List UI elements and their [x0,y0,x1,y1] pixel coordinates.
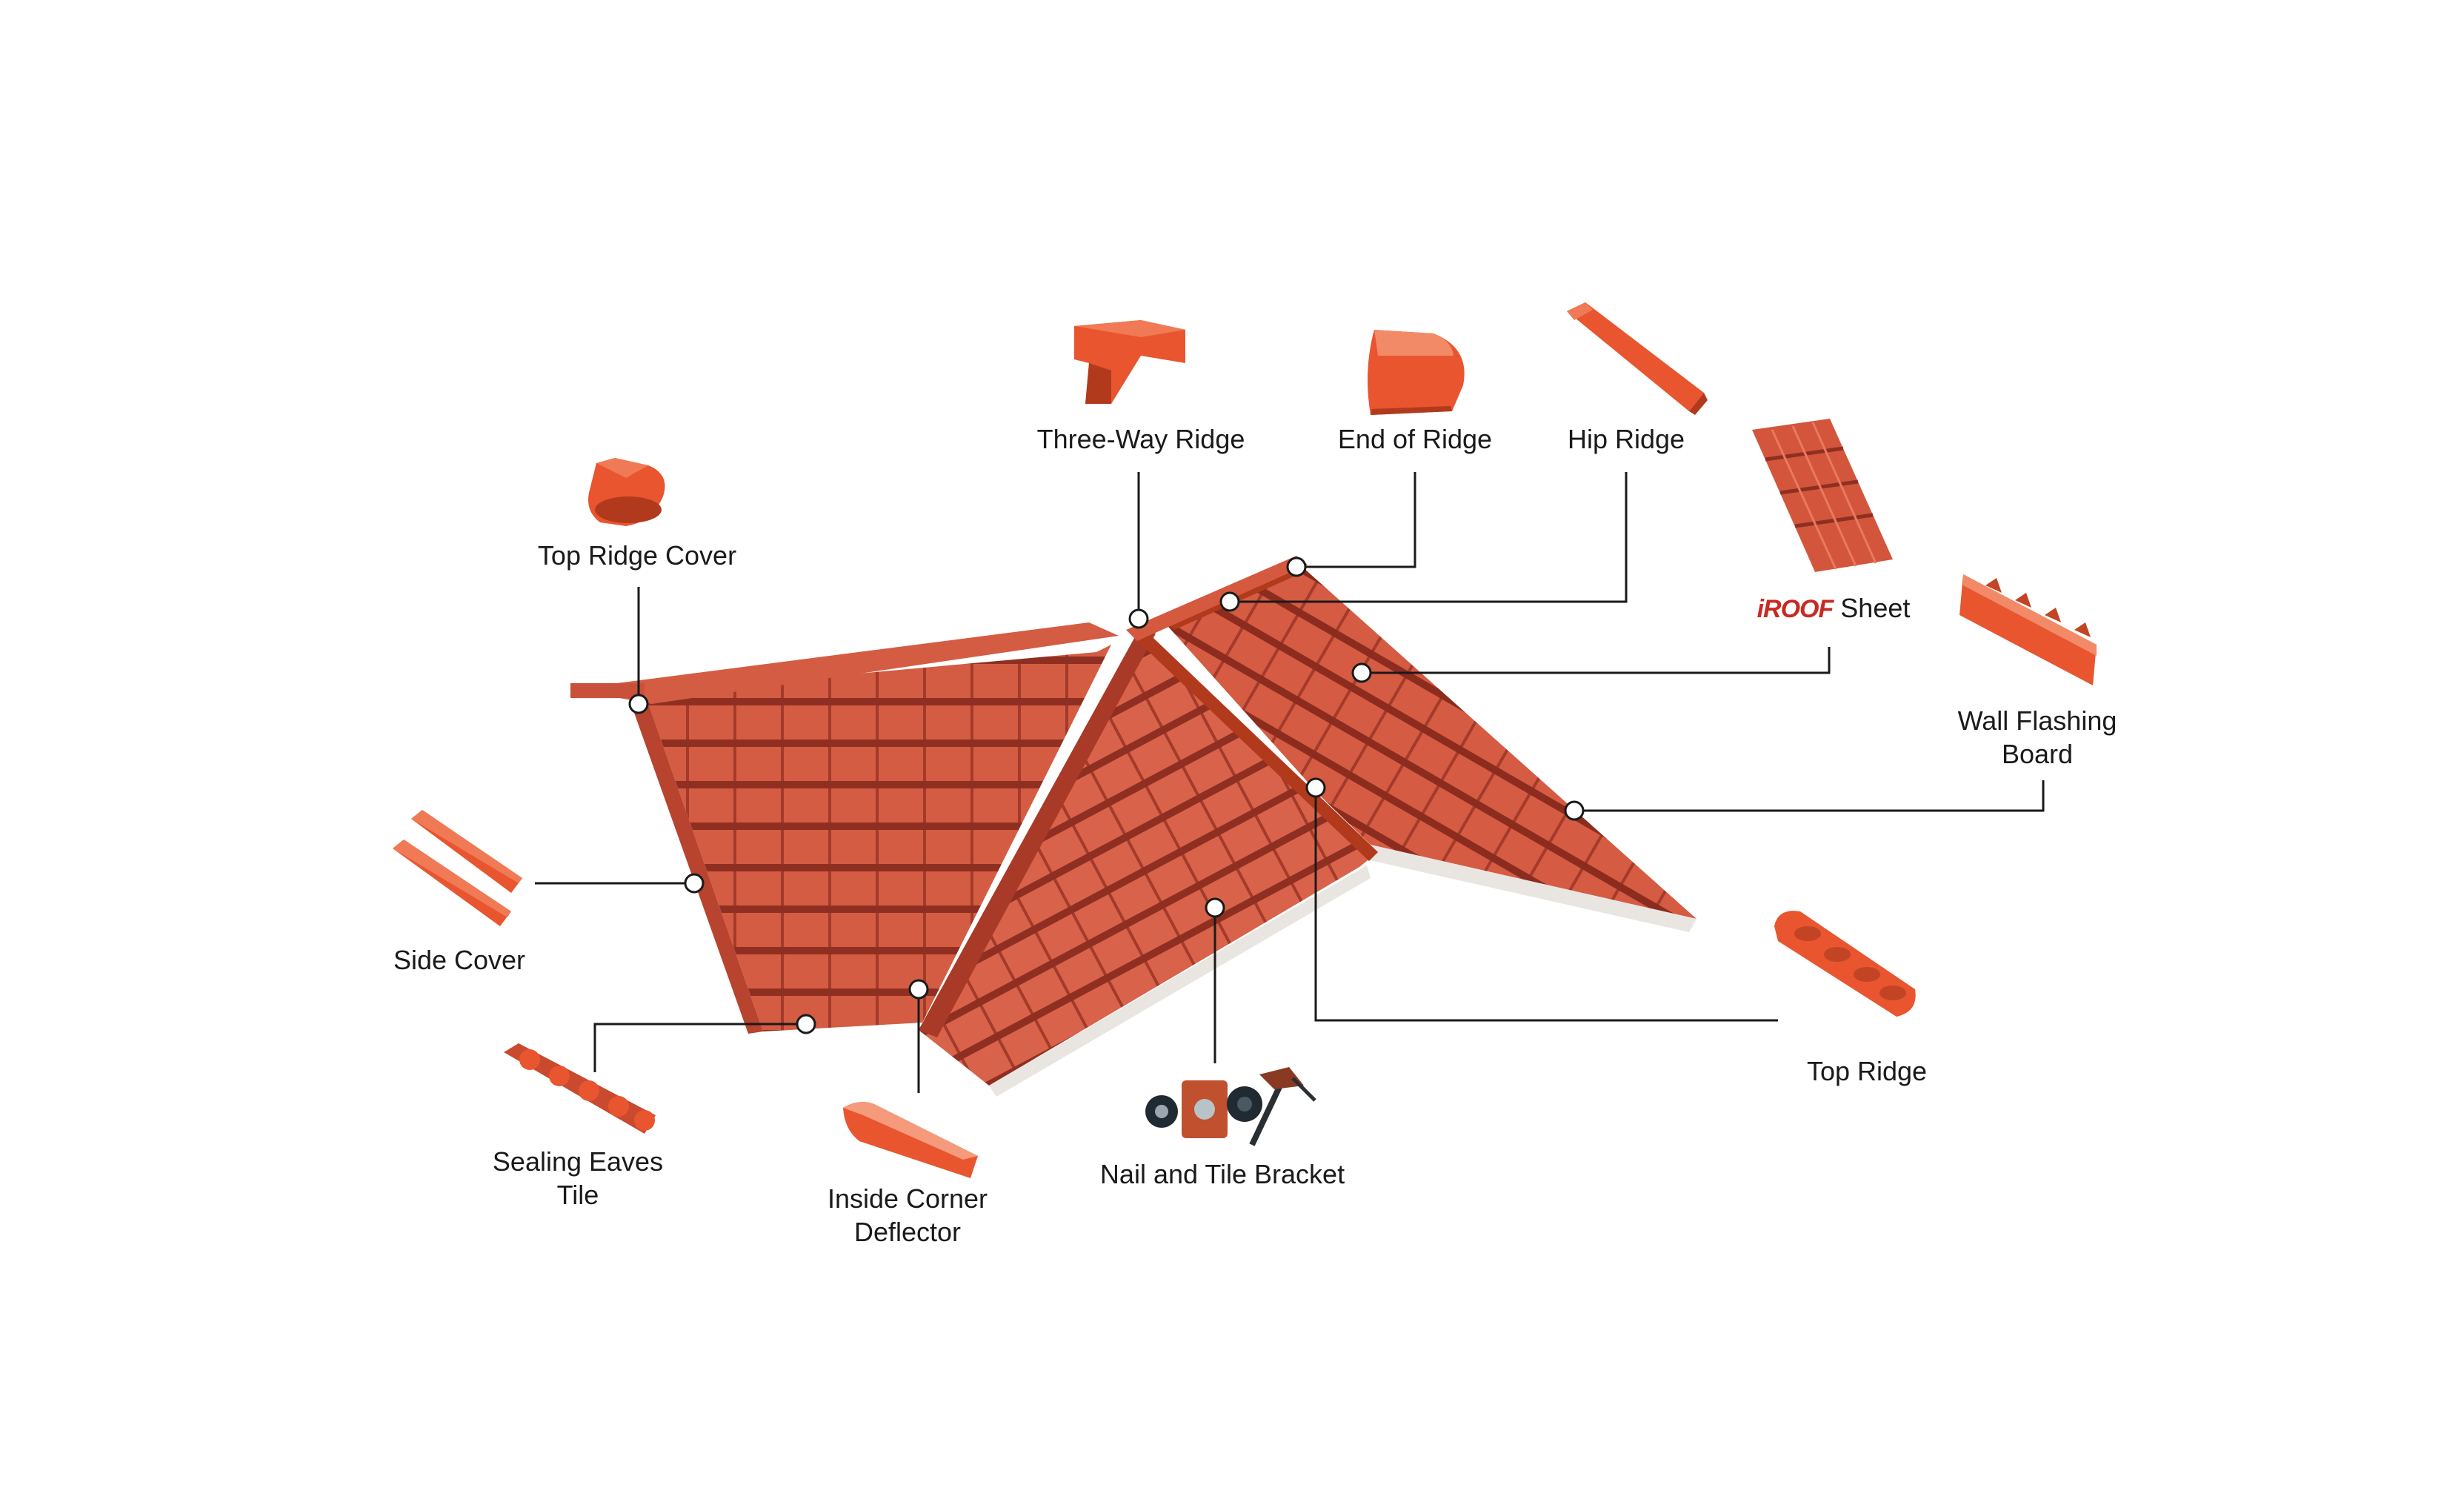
label-nail-and-tile-bracket: Nail and Tile Bracket [1099,1159,1345,1189]
label-three-way-ridge: Three-Way Ridge [1036,424,1245,454]
callout-points [628,556,1585,1034]
top-ridge-cover-icon [588,458,665,526]
hip-ridge-icon [1567,302,1708,415]
left-roof-plane [570,622,1119,1034]
label-inside-corner-deflector: Inside Corner Deflector [827,1183,988,1247]
label-top-ridge: Top Ridge [1806,1056,1928,1086]
label-side-cover: Side Cover [393,945,526,975]
end-of-ridge-icon [1368,330,1465,415]
label-end-of-ridge: End of Ridge [1337,424,1493,454]
label-top-ridge-cover: Top Ridge Cover [537,540,737,571]
side-cover-icon [393,810,522,926]
inside-corner-deflector-icon [843,1101,978,1178]
sealing-eaves-tile-icon [504,1043,656,1134]
three-way-ridge-icon [1074,320,1185,404]
label-wall-flashing-board: Wall Flashing Board [1957,705,2117,769]
top-ridge-icon [1774,911,1916,1017]
wall-flashing-board-icon [1959,574,2097,685]
label-iroof-sheet: iROOF Sheet [1757,593,1911,623]
label-hip-ridge: Hip Ridge [1567,424,1685,454]
label-sealing-eaves-tile: Sealing Eaves Tile [492,1146,664,1210]
nail-and-bracket-icon [1145,1067,1316,1146]
leader-lines [535,472,2045,1093]
iroof-logo: iROOF [1757,595,1834,623]
roof-sheet-icon [1752,419,1893,572]
